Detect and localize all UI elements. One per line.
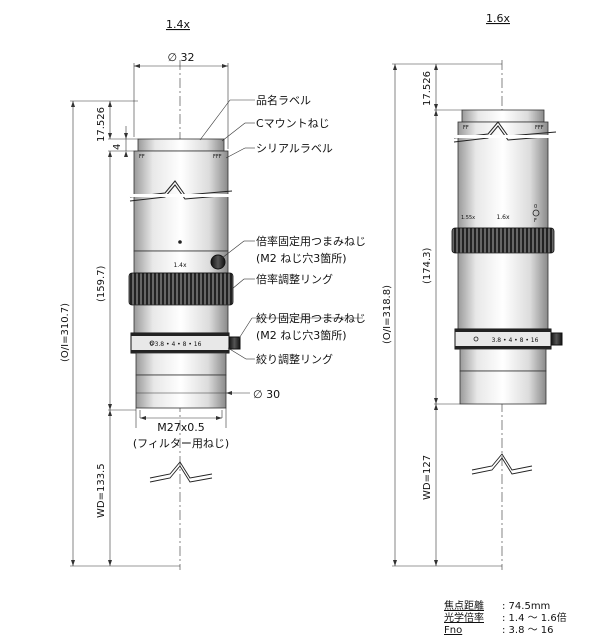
right-mag-155: 1.55x (461, 215, 475, 221)
right-body-lower (459, 348, 547, 372)
callout-iris-lock-knob: 絞り固定用つまみねじ (256, 311, 366, 325)
spec-value: : 74.5mm (502, 601, 551, 612)
left-dim-1597: (159.7) (96, 265, 107, 302)
callout-serial-label: シリアルラベル (256, 142, 333, 155)
left-thread: M27x0.5 (157, 421, 205, 434)
left-magnification-ring (128, 272, 234, 306)
left-body-mid (133, 304, 229, 334)
right-dim-wd: WD=127 (422, 455, 433, 500)
left-diameter-bottom: ∅ 30 (253, 388, 280, 401)
right-zero-mark: 0 (534, 204, 537, 210)
callout-iris-ring: 絞り調整リング (256, 352, 333, 366)
right-view (392, 60, 563, 570)
left-iris-lock-knob (228, 336, 241, 350)
left-front-barrel (135, 374, 227, 409)
callout-iris-lock-note: (M2 ねじ穴3箇所) (256, 328, 347, 342)
callout-product-label: 品名ラベル (256, 93, 311, 107)
right-f-mark: F (534, 218, 537, 224)
right-ff-mark: FF (463, 125, 469, 131)
left-fff-mark: FFF (213, 154, 222, 160)
left-mag-mark: 1.4x (173, 262, 187, 269)
right-fff-mark: FFF (535, 125, 544, 131)
right-mag-16: 1.6x (496, 214, 510, 221)
spec-key: Fno (444, 625, 463, 636)
spec-row: 光学倍率 : 1.4 ～ 1.6倍 (444, 613, 567, 625)
right-dim-17526: 17.526 (422, 71, 433, 106)
spec-value: : 1.4 ～ 1.6倍 (502, 613, 567, 624)
right-iris-scale: 3.8 • 4 • 8 • 16 (492, 337, 539, 344)
right-dim-oi: (O/I=318.8) (382, 285, 393, 344)
spec-key: 光学倍率 (444, 613, 484, 624)
right-magnification-ring (451, 227, 555, 254)
left-ff-mark: FF (139, 154, 145, 160)
right-cmount-cap (461, 109, 545, 123)
right-dim-1743: (174.3) (422, 247, 433, 284)
left-dim-oi: (O/I=310.7) (60, 303, 71, 362)
left-zero-mark: 0 (150, 342, 153, 348)
callout-mag-lock-knob: 倍率固定用つまみねじ (256, 234, 366, 248)
spec-row: 焦点距離 : 74.5mm (444, 601, 567, 613)
left-iris-scale: 3.8 • 4 • 8 • 16 (155, 341, 202, 348)
right-view-title: 1.6x (486, 12, 510, 25)
left-dim-17526: 17.526 (96, 107, 107, 142)
left-body-upper (133, 150, 229, 252)
right-iris-lock-knob (550, 332, 563, 346)
callout-cmount-thread: Cマウントねじ (256, 117, 330, 130)
spec-key: 焦点距離 (444, 601, 484, 612)
callout-mag-ring: 倍率調整リング (256, 272, 333, 286)
spec-row: Fno : 3.8 ～ 16 (444, 625, 567, 637)
left-diameter-top: ∅ 32 (167, 51, 194, 64)
left-dim-wd: WD=133.5 (96, 463, 107, 518)
spec-table: 焦点距離 : 74.5mm 光学倍率 : 1.4 ～ 1.6倍 Fno : 3.… (444, 601, 567, 637)
left-dim-4: 4 (112, 144, 123, 150)
spec-value: : 3.8 ～ 16 (502, 625, 554, 636)
left-cmount-cap (137, 138, 225, 152)
left-thread-note: (フィルター用ねじ) (133, 437, 229, 450)
right-body-mid (457, 252, 549, 330)
left-body-lower (135, 352, 227, 376)
callout-mag-lock-note: (M2 ねじ穴3箇所) (256, 251, 347, 265)
left-mag-lock-knob (210, 254, 226, 270)
left-view-title: 1.4x (166, 18, 190, 31)
left-view (70, 60, 363, 570)
right-front-barrel (459, 370, 547, 405)
